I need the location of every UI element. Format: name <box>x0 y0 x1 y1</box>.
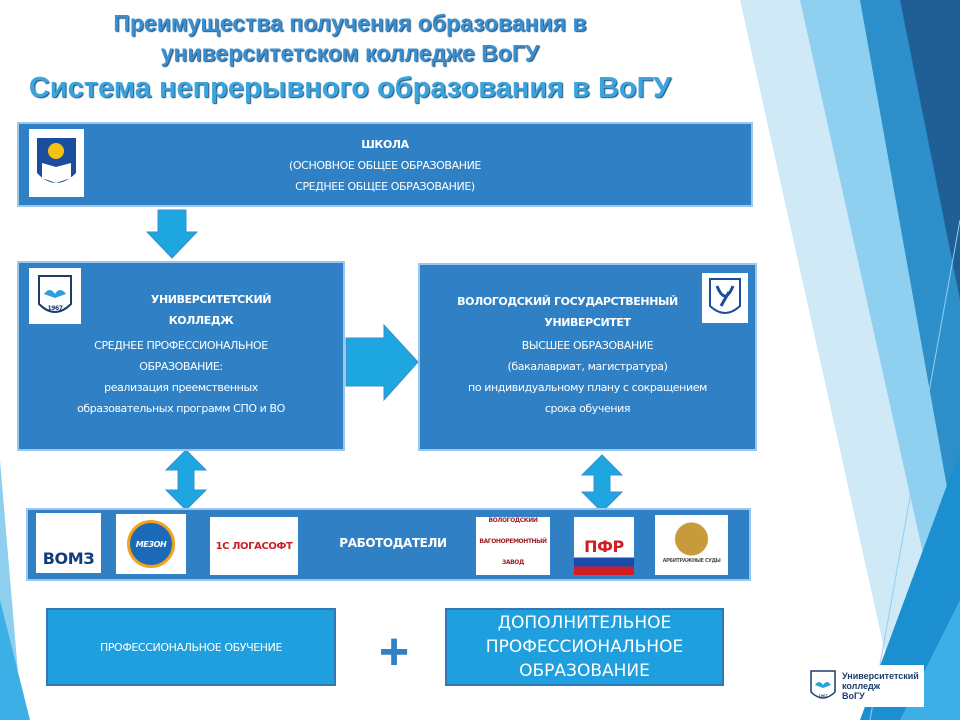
college-logo: 1967 <box>29 268 81 324</box>
corner-logo-line1: Университетский <box>842 671 919 681</box>
corner-logo-line2: колледж <box>842 681 881 691</box>
additional-education-box: ДОПОЛНИТЕЛЬНОЕ ПРОФЕССИОНАЛЬНОЕ ОБРАЗОВА… <box>445 608 724 686</box>
corner-logo-line3: ВоГУ <box>842 691 865 701</box>
plus-sign: + <box>378 623 410 681</box>
college-line4: образовательных программ СПО и ВО <box>77 402 285 415</box>
logo-arbitration-courts: АРБИТРАЖНЫЕ СУДЫ <box>655 515 728 575</box>
svg-text:1967: 1967 <box>819 693 829 698</box>
logo-vagonoremont: ВОЛОГОДСКИЙ ВАГОНОРЕМОНТНЫЙ ЗАВОД <box>476 517 550 575</box>
dpo-line3: ОБРАЗОВАНИЕ <box>519 661 650 681</box>
university-title1: ВОЛОГОДСКИЙ ГОСУДАРСТВЕННЫЙ <box>457 295 678 308</box>
school-box: ШКОЛА (ОСНОВНОЕ ОБЩЕЕ ОБРАЗОВАНИЕ СРЕДНЕ… <box>17 122 753 207</box>
title-system: Система непрерывного образования в ВоГУ <box>28 72 672 104</box>
prof-training-box: ПРОФЕССИОНАЛЬНОЕ ОБУЧЕНИЕ <box>46 608 336 686</box>
university-logo <box>702 273 748 323</box>
dpo-line1: ДОПОЛНИТЕЛЬНОЕ <box>497 613 672 633</box>
logo-pfr: ПФР <box>574 517 634 575</box>
university-line2: (бакалавриат, магистратура) <box>507 360 668 373</box>
college-title1: УНИВЕРСИТЕТСКИЙ <box>150 293 272 306</box>
college-title2: КОЛЛЕДЖ <box>168 314 234 327</box>
corner-college-logo: 1967 Университетский колледж ВоГУ <box>804 665 924 707</box>
dpo-line2: ПРОФЕССИОНАЛЬНОЕ <box>485 637 684 657</box>
school-line2: СРЕДНЕЕ ОБЩЕЕ ОБРАЗОВАНИЕ) <box>295 180 475 193</box>
college-line3: реализация преемственных <box>104 381 258 394</box>
logo-1c-logasoft: 1С ЛОГАСОФТ <box>210 517 298 575</box>
logo-mezon: МЕЗОН <box>116 514 186 574</box>
arrow-down <box>145 209 199 259</box>
college-box: 1967 УНИВЕРСИТЕТСКИЙ КОЛЛЕДЖ СРЕДНЕЕ ПРО… <box>17 261 345 451</box>
university-line3: по индивидуальному плану с сокращением <box>468 381 707 394</box>
university-line4: срока обучения <box>544 402 631 415</box>
employers-band: ВОМЗ МЕЗОН 1С ЛОГАСОФТ РАБОТОДАТЕЛИ ВОЛО… <box>26 508 751 581</box>
university-line1: ВЫСШЕЕ ОБРАЗОВАНИЕ <box>521 339 654 352</box>
double-arrow-right <box>580 454 624 513</box>
college-line1: СРЕДНЕЕ ПРОФЕССИОНАЛЬНОЕ <box>94 339 268 352</box>
title-line2: университетском колледже ВоГУ <box>160 40 540 66</box>
double-arrow-left <box>164 449 208 511</box>
logo-vomz: ВОМЗ <box>36 513 101 573</box>
svg-text:1967: 1967 <box>47 305 62 312</box>
school-logo <box>29 129 84 197</box>
college-line2: ОБРАЗОВАНИЕ: <box>139 360 223 373</box>
arrow-right <box>345 323 419 402</box>
school-line1: (ОСНОВНОЕ ОБЩЕЕ ОБРАЗОВАНИЕ <box>289 159 481 172</box>
school-title: ШКОЛА <box>361 138 409 151</box>
university-box: ВОЛОГОДСКИЙ ГОСУДАРСТВЕННЫЙ УНИВЕРСИТЕТ … <box>418 263 757 451</box>
university-title2: УНИВЕРСИТЕТ <box>544 316 631 329</box>
title-line1: Преимущества получения образования в <box>113 10 587 36</box>
employers-label: РАБОТОДАТЕЛИ <box>339 536 447 550</box>
